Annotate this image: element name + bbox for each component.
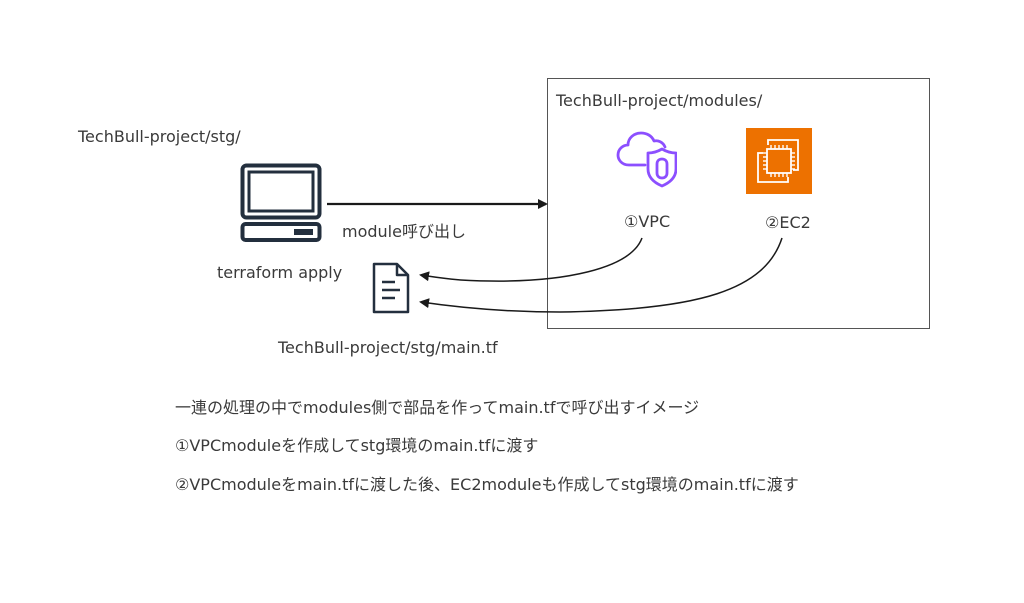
ec2-label: ②EC2: [765, 213, 811, 232]
terraform-apply-label: terraform apply: [217, 263, 343, 282]
main-tf-label: TechBull-project/stg/main.tf: [278, 338, 498, 357]
note-line: ②VPCmoduleをmain.tfに渡した後、EC2moduleも作成してst…: [175, 475, 799, 494]
vpc-to-main-tf-arrow: [419, 237, 643, 282]
module-call-label: module呼び出し: [342, 222, 466, 241]
stg-directory-label: TechBull-project/stg/: [78, 127, 241, 146]
ec2-icon: [746, 128, 812, 194]
modules-directory-label: TechBull-project/modules/: [556, 91, 763, 110]
note-line: ①VPCmoduleを作成してstg環境のmain.tfに渡す: [175, 436, 539, 455]
vpc-label: ①VPC: [624, 212, 671, 231]
vpc-icon: [616, 131, 677, 188]
note-line: 一連の処理の中でmodules側で部品を作ってmain.tfで呼び出すイメージ: [175, 398, 700, 417]
computer-icon: [240, 163, 322, 242]
document-icon: [372, 262, 410, 314]
ec2-to-main-tf-arrow: [419, 237, 783, 313]
